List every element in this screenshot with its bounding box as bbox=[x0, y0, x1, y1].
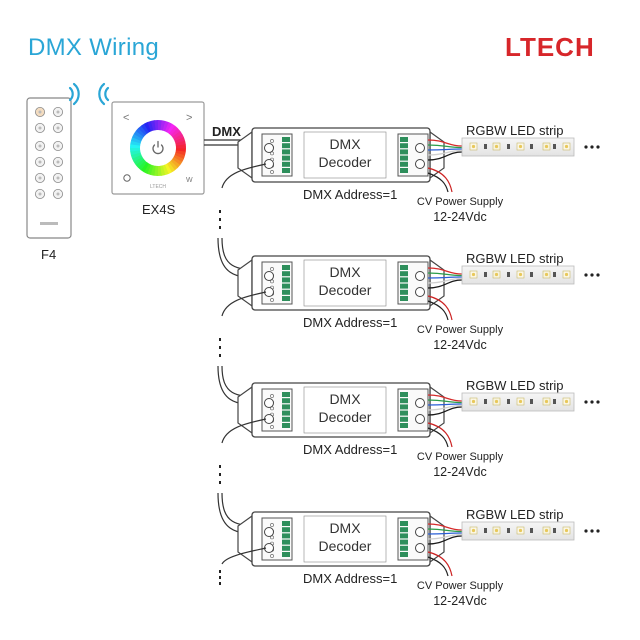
power-supply-label: CV Power Supply bbox=[416, 580, 504, 592]
decoder-subtitle: Decoder bbox=[318, 538, 372, 554]
brightness-icon bbox=[123, 174, 131, 182]
led-strip bbox=[461, 137, 575, 157]
output-terminal-block bbox=[397, 133, 429, 177]
panel-w-label: W bbox=[186, 177, 193, 184]
rgbw-wires bbox=[427, 139, 463, 161]
decoder-label-plate bbox=[303, 515, 387, 563]
decoder-row bbox=[219, 511, 600, 585]
decoder-subtitle: Decoder bbox=[318, 154, 372, 170]
decoder-title: DMX bbox=[329, 264, 361, 280]
decoder-title: DMX bbox=[329, 136, 361, 152]
continuation-dots bbox=[584, 273, 600, 277]
chain-continuation-dots bbox=[219, 570, 221, 585]
led-strip-label: RGBW LED strip bbox=[466, 507, 564, 522]
power-wires bbox=[427, 167, 453, 193]
voltage-label: 12-24Vdc bbox=[433, 594, 487, 608]
color-wheel-icon bbox=[130, 120, 187, 176]
dmx-terminal-block bbox=[261, 517, 293, 561]
dmx-address-label: DMX Address=1 bbox=[303, 571, 398, 586]
decoder-label-plate bbox=[303, 386, 387, 434]
dmx-terminal-block bbox=[261, 261, 293, 305]
dmx-label: DMX bbox=[212, 124, 241, 139]
dmx-terminal-block bbox=[261, 133, 293, 177]
output-terminal-block bbox=[397, 388, 429, 432]
power-wires bbox=[427, 295, 453, 321]
output-terminal-block bbox=[397, 517, 429, 561]
power-wires bbox=[427, 422, 453, 448]
chain-continuation-dots bbox=[219, 465, 221, 484]
decoder-row bbox=[217, 127, 600, 279]
brand-logo: LTECH bbox=[505, 32, 595, 62]
page-title: DMX Wiring bbox=[28, 34, 160, 61]
decoder-row bbox=[217, 382, 600, 535]
dmx-address-label: DMX Address=1 bbox=[303, 187, 398, 202]
rgbw-wires bbox=[427, 394, 463, 416]
output-terminal-block bbox=[397, 261, 429, 305]
continuation-dots bbox=[584, 529, 600, 533]
dmx-terminal-block bbox=[261, 388, 293, 432]
voltage-label: 12-24Vdc bbox=[433, 465, 487, 479]
rgbw-wires bbox=[427, 267, 463, 289]
panel-brand: LTECH bbox=[150, 184, 166, 190]
power-supply-label: CV Power Supply bbox=[416, 196, 504, 208]
led-strip bbox=[461, 521, 575, 541]
chain-continuation-dots bbox=[219, 210, 221, 229]
power-icon bbox=[152, 140, 164, 155]
remote-buttons bbox=[35, 107, 64, 199]
voltage-label: 12-24Vdc bbox=[433, 338, 487, 352]
panel-left-arrow: < bbox=[123, 112, 129, 124]
decoder-label-plate bbox=[303, 131, 387, 179]
touch-panel: < > W LTECH bbox=[111, 101, 205, 195]
power-wires bbox=[427, 551, 453, 577]
decoder-label-plate bbox=[303, 259, 387, 307]
decoder-title: DMX bbox=[329, 520, 361, 536]
decoder-title: DMX bbox=[329, 391, 361, 407]
decoder-chain bbox=[217, 127, 600, 585]
rgbw-wires bbox=[427, 523, 463, 545]
chain-continuation-dots bbox=[219, 338, 221, 357]
continuation-dots bbox=[584, 400, 600, 404]
voltage-label: 12-24Vdc bbox=[433, 210, 487, 224]
panel-label: EX4S bbox=[142, 202, 176, 217]
power-supply-label: CV Power Supply bbox=[416, 324, 504, 336]
led-strip-label: RGBW LED strip bbox=[466, 378, 564, 393]
remote-label: F4 bbox=[41, 247, 57, 262]
led-strip bbox=[461, 392, 575, 412]
led-strip-label: RGBW LED strip bbox=[466, 123, 564, 138]
panel-right-arrow: > bbox=[186, 112, 192, 124]
continuation-dots bbox=[584, 145, 600, 149]
dmx-address-label: DMX Address=1 bbox=[303, 315, 398, 330]
decoder-subtitle: Decoder bbox=[318, 282, 372, 298]
power-supply-label: CV Power Supply bbox=[416, 451, 504, 463]
decoder-row bbox=[217, 255, 600, 406]
led-strip bbox=[461, 265, 575, 285]
remote-control bbox=[26, 97, 72, 239]
dmx-address-label: DMX Address=1 bbox=[303, 442, 398, 457]
wireless-signal-icon bbox=[98, 82, 110, 106]
led-strip-label: RGBW LED strip bbox=[466, 251, 564, 266]
decoder-subtitle: Decoder bbox=[318, 409, 372, 425]
mounting-tab bbox=[237, 514, 253, 564]
wireless-signal-icon bbox=[68, 82, 80, 106]
